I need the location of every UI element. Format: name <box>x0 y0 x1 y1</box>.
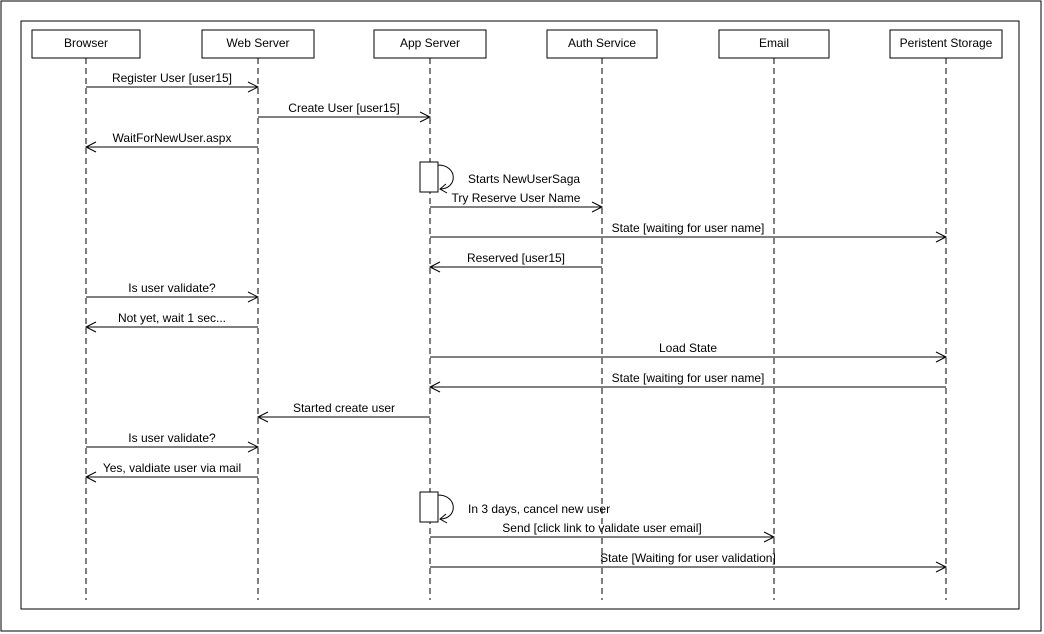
arrow-head <box>84 471 97 483</box>
arrow-head <box>247 291 260 303</box>
message: Register User [user15] <box>86 71 260 93</box>
message: Reserved [user15] <box>428 251 602 273</box>
participant-label: Web Server <box>226 36 289 50</box>
arrow-head <box>84 141 97 153</box>
arrow-head <box>439 513 448 524</box>
activation-bar <box>419 491 439 523</box>
participant-box <box>718 29 830 59</box>
participant-label: Peristent Storage <box>900 36 993 50</box>
arrow-head <box>247 81 260 93</box>
participant-label: Auth Service <box>568 36 636 50</box>
message-label: Yes, valdiate user via mail <box>103 461 241 475</box>
message-label: Starts NewUserSaga <box>468 172 580 186</box>
message-label: State [waiting for user name] <box>612 371 765 385</box>
arrow-head <box>439 183 448 194</box>
message: Started create user <box>256 401 430 423</box>
participant-box <box>201 29 315 59</box>
message-label: WaitForNewUser.aspx <box>113 131 232 145</box>
message-label: Reserved [user15] <box>467 251 565 265</box>
message-label: In 3 days, cancel new user <box>468 502 610 516</box>
message-label: Load State <box>659 341 717 355</box>
arrow-head <box>419 111 432 123</box>
participant-label: Browser <box>64 36 108 50</box>
arrow-head <box>935 231 948 243</box>
message-label: Try Reserve User Name <box>452 191 581 205</box>
message: Send [click link to validate user email] <box>430 521 776 543</box>
message: Yes, valdiate user via mail <box>84 461 258 483</box>
participant-box <box>373 29 487 59</box>
participant-auth: Auth Service <box>546 29 658 59</box>
message: Starts NewUserSaga <box>419 161 580 194</box>
message: Is user validate? <box>86 281 260 303</box>
self-message-arrow <box>437 494 454 520</box>
arrow-head <box>763 531 776 543</box>
message: State [waiting for user name] <box>430 221 948 243</box>
arrow-head <box>247 441 260 453</box>
message-label: State [waiting for user name] <box>612 221 765 235</box>
participant-box <box>546 29 658 59</box>
message: In 3 days, cancel new user <box>419 491 610 524</box>
message-label: Started create user <box>293 401 395 415</box>
message-label: State [Waiting for user validation] <box>600 551 776 565</box>
message-label: Not yet, wait 1 sec... <box>118 311 226 325</box>
arrow-head <box>84 321 97 333</box>
participant-email: Email <box>718 29 830 59</box>
message: State [Waiting for user validation] <box>430 551 948 573</box>
message-label: Is user validate? <box>128 431 216 445</box>
participant-app: App Server <box>373 29 487 59</box>
participant-label: App Server <box>400 36 460 50</box>
message-label: Is user validate? <box>128 281 216 295</box>
diagram-frame <box>20 20 1020 610</box>
arrow-head <box>256 411 269 423</box>
participants: Browser Web Server App Server Auth Service E… <box>31 29 1003 59</box>
message-label: Create User [user15] <box>288 101 399 115</box>
arrow-head <box>428 381 441 393</box>
message: Load State <box>430 341 948 363</box>
message: Create User [user15] <box>258 101 432 123</box>
message: Is user validate? <box>86 431 260 453</box>
arrow-head <box>591 201 604 213</box>
participant-box <box>889 29 1003 59</box>
activation-bar <box>419 161 439 193</box>
participant-browser: Browser <box>31 29 141 59</box>
message-label: Send [click link to validate user email] <box>502 521 701 535</box>
arrow-head <box>428 261 441 273</box>
messages: Register User [user15] Create User [user1… <box>84 71 948 573</box>
message: Not yet, wait 1 sec... <box>84 311 258 333</box>
participant-web: Web Server <box>201 29 315 59</box>
participant-label: Email <box>759 36 789 50</box>
message-label: Register User [user15] <box>112 71 232 85</box>
message: WaitForNewUser.aspx <box>84 131 258 153</box>
arrow-head <box>935 351 948 363</box>
participant-storage: Peristent Storage <box>889 29 1003 59</box>
participant-box <box>31 29 141 59</box>
self-message-arrow <box>437 164 454 190</box>
arrow-head <box>935 561 948 573</box>
message: Try Reserve User Name <box>430 191 604 213</box>
message: State [waiting for user name] <box>428 371 946 393</box>
